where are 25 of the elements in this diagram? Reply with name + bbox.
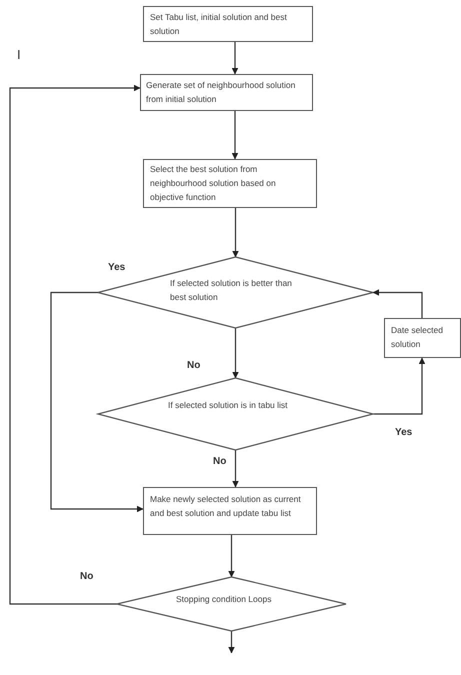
flow-arrow — [50, 292, 144, 512]
flow-arrow — [232, 208, 239, 258]
flow-arrow — [232, 42, 238, 74]
diamond-text: If selected solution is in tabu list — [168, 399, 289, 412]
flow-arrow — [9, 84, 140, 605]
note-text: I — [17, 48, 21, 62]
process-box — [384, 318, 461, 358]
box-text: Select the best solution from neighbourhood solution based on objective function — [150, 163, 277, 204]
flow-arrow — [373, 358, 426, 415]
diamond-text: If selected solution is better than best solution — [170, 277, 293, 304]
process-box — [140, 74, 313, 111]
diamond-text: Stopping condition Loops — [176, 593, 272, 606]
box-text: Date selected solution — [391, 324, 444, 351]
process-box — [143, 487, 317, 535]
box-text: Make newly selected solution as current and best solution and update tabu list — [150, 493, 302, 520]
process-box — [143, 6, 313, 42]
flow-arrow — [372, 289, 423, 318]
flow-arrow — [228, 535, 235, 578]
flow-arrow — [232, 328, 239, 378]
flow-arrow — [232, 111, 238, 160]
flow-arrow — [228, 631, 235, 654]
flow-arrow — [232, 450, 239, 488]
box-text: Generate set of neighbourhood solution from initial solution — [146, 79, 296, 106]
process-box — [143, 159, 317, 208]
box-text: Set Tabu list, initial solution and best solution — [150, 11, 288, 38]
